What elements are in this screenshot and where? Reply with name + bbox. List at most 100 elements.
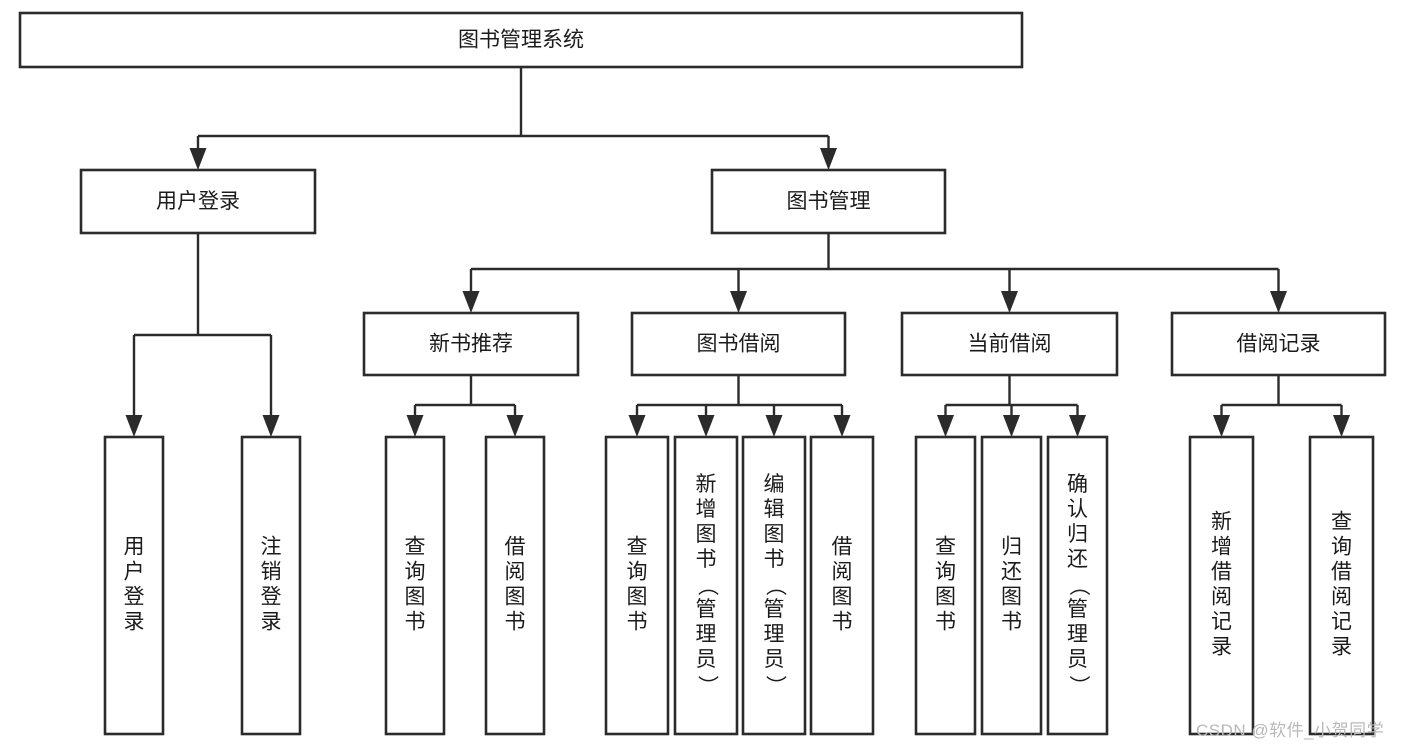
arrow-head-icon xyxy=(697,415,715,437)
node-label-char: 销 xyxy=(261,561,282,584)
node-label-char: 还 xyxy=(1067,548,1088,571)
node-label-char: 询 xyxy=(627,561,648,584)
arrow-head-icon xyxy=(937,415,954,437)
node-label-char: 增 xyxy=(696,498,717,521)
arrow-head-icon xyxy=(262,415,280,437)
node-box[interactable] xyxy=(18,11,1024,69)
node-label-char: 管 xyxy=(1067,598,1088,621)
node-label-char: 阅 xyxy=(832,561,853,584)
node-label-char: 图 xyxy=(627,586,648,609)
node-label: 图书借阅 xyxy=(697,333,781,356)
node-label-char: 归 xyxy=(1067,523,1088,546)
node-label-char: 确 xyxy=(1067,473,1088,496)
node-box[interactable] xyxy=(630,311,847,377)
node-box[interactable] xyxy=(1188,435,1255,736)
node-label-char: 图 xyxy=(505,586,526,609)
node-label-char: 编 xyxy=(764,473,785,496)
node-label-char: 登 xyxy=(261,586,282,609)
node-label-char: 还 xyxy=(1001,561,1022,584)
arrow-head-icon xyxy=(506,415,524,437)
node-newbook[interactable]: 新书推荐 xyxy=(362,311,580,377)
node-label-char: 询 xyxy=(405,561,426,584)
arrow-head-icon xyxy=(765,415,783,437)
node-label: 借阅记录 xyxy=(1237,333,1321,356)
arrow-head-icon xyxy=(730,291,747,313)
node-label-char: ） xyxy=(1067,675,1090,696)
node-box[interactable] xyxy=(79,168,317,235)
node-box[interactable] xyxy=(673,435,739,736)
node-label-char: 记 xyxy=(1331,611,1352,634)
node-label-char: 书 xyxy=(696,548,717,571)
node-box[interactable] xyxy=(1046,435,1109,736)
csdn-watermark: CSDN @软件_小贺同学 xyxy=(1196,721,1385,740)
node-label-char: 新 xyxy=(1211,511,1232,534)
node-login-1[interactable]: 用户登录 xyxy=(103,435,165,736)
node-box[interactable] xyxy=(384,435,446,736)
node-label-char: 书 xyxy=(627,611,648,634)
node-label-char: 理 xyxy=(696,623,717,646)
node-label-char: 阅 xyxy=(505,561,526,584)
node-label-char: 员 xyxy=(1067,648,1088,671)
arrow-head-icon xyxy=(406,415,424,437)
node-box[interactable] xyxy=(604,435,670,736)
arrow-head-icon xyxy=(1001,291,1018,313)
node-box[interactable] xyxy=(1170,311,1387,377)
node-label: 新书推荐 xyxy=(429,333,513,356)
node-box[interactable] xyxy=(900,311,1119,377)
node-box[interactable] xyxy=(809,435,875,736)
node-label-char: 阅 xyxy=(1331,586,1352,609)
arrow-head-icon xyxy=(833,415,851,437)
node-box[interactable] xyxy=(240,435,302,736)
node-label-char: 录 xyxy=(1211,636,1232,659)
node-label-char: 图 xyxy=(405,586,426,609)
node-box[interactable] xyxy=(741,435,807,736)
node-box[interactable] xyxy=(1308,435,1375,736)
node-box[interactable] xyxy=(710,168,947,235)
node-root[interactable]: 图书管理系统 xyxy=(18,11,1024,69)
node-label-char: 书 xyxy=(505,611,526,634)
node-records[interactable]: 借阅记录 xyxy=(1170,311,1387,377)
node-label-char: 借 xyxy=(832,536,853,559)
node-box[interactable] xyxy=(980,435,1043,736)
node-label-char: 录 xyxy=(1331,636,1352,659)
node-label-char: 书 xyxy=(764,548,785,571)
node-box[interactable] xyxy=(362,311,580,377)
node-current[interactable]: 当前借阅 xyxy=(900,311,1119,377)
node-label-char: 书 xyxy=(1001,611,1022,634)
node-label-char: 借 xyxy=(505,536,526,559)
node-label-char: 登 xyxy=(124,586,145,609)
node-label-char: 户 xyxy=(124,561,145,584)
node-login[interactable]: 用户登录 xyxy=(79,168,317,235)
node-label-char: 图 xyxy=(1001,586,1022,609)
node-label-char: 录 xyxy=(261,611,282,634)
node-bookmgmt[interactable]: 图书管理 xyxy=(710,168,947,235)
node-box[interactable] xyxy=(103,435,165,736)
node-label-char: ） xyxy=(695,675,718,696)
node-label-char: 书 xyxy=(405,611,426,634)
node-borrow[interactable]: 图书借阅 xyxy=(630,311,847,377)
node-label: 用户登录 xyxy=(156,190,240,213)
node-box[interactable] xyxy=(914,435,977,736)
arrow-head-icon xyxy=(1069,415,1086,437)
node-label: 图书管理系统 xyxy=(458,29,584,52)
node-label-char: 询 xyxy=(935,561,956,584)
node-box[interactable] xyxy=(484,435,546,736)
node-label-char: 管 xyxy=(696,598,717,621)
node-label-char: 认 xyxy=(1067,498,1088,521)
node-label-char: 员 xyxy=(696,648,717,671)
node-label-char: 录 xyxy=(124,611,145,634)
